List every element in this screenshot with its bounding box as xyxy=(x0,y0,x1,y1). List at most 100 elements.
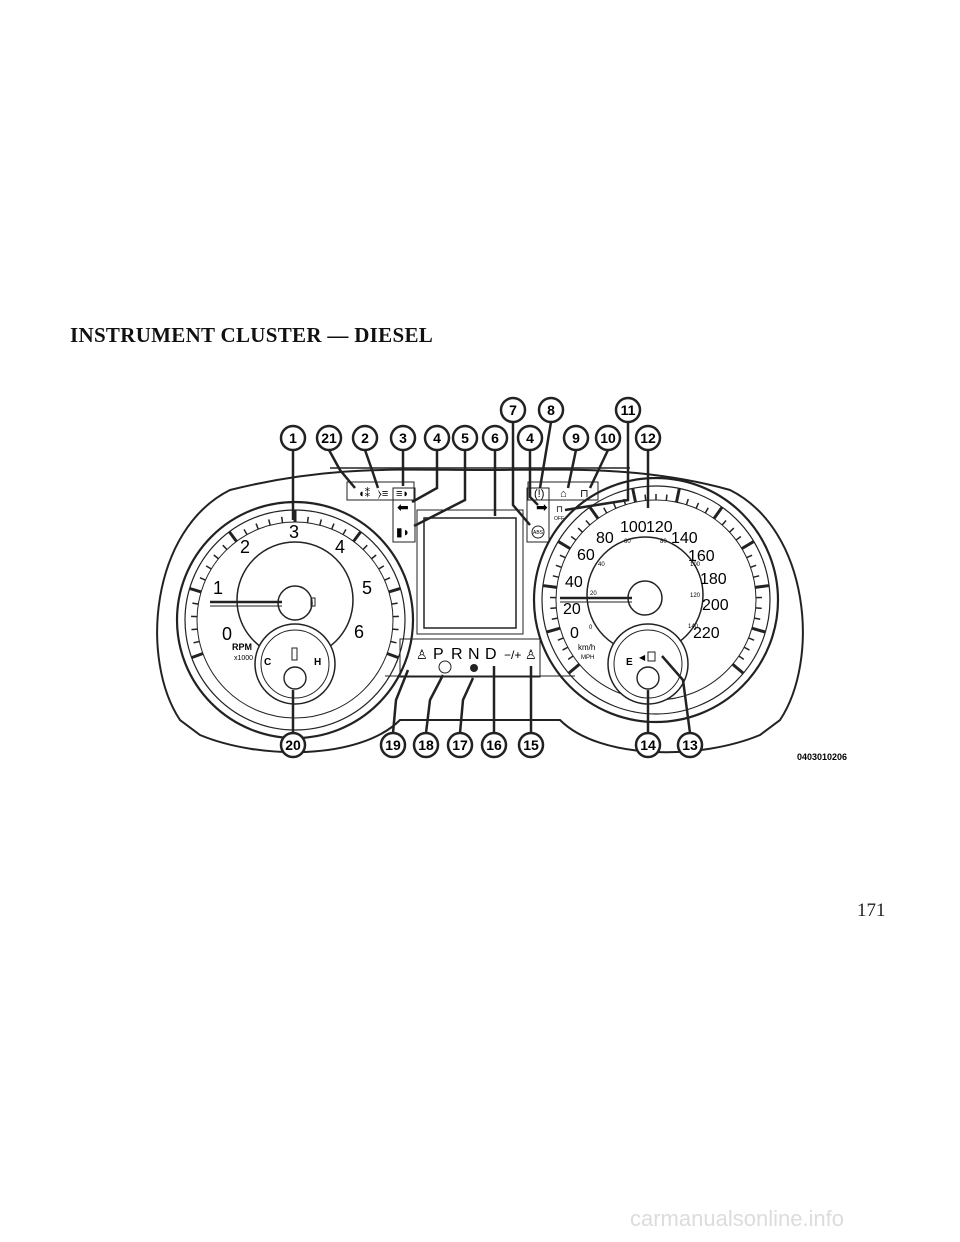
tach-tick xyxy=(222,544,228,551)
tach-tick xyxy=(243,528,248,535)
charging-icon: −/+ xyxy=(504,648,521,662)
mph-label-120: 120 xyxy=(690,593,701,599)
mph-label-80: 80 xyxy=(660,539,667,545)
callout-number-16: 16 xyxy=(486,737,502,753)
tach-multiplier: x1000 xyxy=(234,655,253,662)
callout-number-10: 10 xyxy=(600,430,616,446)
mph-label-40: 40 xyxy=(598,562,605,568)
speed-tick xyxy=(612,502,617,509)
tach-label-0: 0 xyxy=(222,624,232,644)
temperature-gauge: C H xyxy=(254,623,336,705)
speed-tick xyxy=(644,494,647,501)
kmh-label-60: 60 xyxy=(577,547,595,564)
kmh-label-200: 200 xyxy=(702,597,729,614)
callout-number-4: 4 xyxy=(433,430,441,446)
callout-bubble xyxy=(315,424,343,452)
callout-bubble xyxy=(351,424,379,452)
tach-tick xyxy=(352,530,362,543)
callout-leader xyxy=(661,655,692,734)
speed-tick xyxy=(750,564,757,569)
tach-tick xyxy=(388,587,401,594)
speed-tick xyxy=(552,575,559,578)
callout-number-15: 15 xyxy=(523,737,539,753)
callout-bubble xyxy=(446,731,474,759)
callout-bubble xyxy=(480,731,508,759)
tach-unit: RPM xyxy=(232,642,252,652)
callout-bubble xyxy=(499,396,527,424)
right-turn-icon: ➡ xyxy=(536,499,548,515)
speed-tick xyxy=(585,519,591,526)
speed-tick xyxy=(755,584,770,589)
tach-tick xyxy=(192,602,199,605)
tach-tick xyxy=(342,528,347,535)
tach-tick xyxy=(191,628,198,631)
callout-leader xyxy=(391,669,410,734)
gear-n: N xyxy=(468,646,480,663)
coolant-icon xyxy=(291,647,298,661)
callout-number-13: 13 xyxy=(682,737,698,753)
watermark: carmanualsonline.info xyxy=(630,1206,845,1231)
callout-number-6: 6 xyxy=(491,430,499,446)
temp-cold-label: C xyxy=(264,657,271,668)
callout-bubble xyxy=(517,731,545,759)
fuel-arrow-icon: ◀ xyxy=(639,653,646,662)
tach-label-3: 3 xyxy=(289,522,299,542)
callout-leader xyxy=(588,449,610,489)
callout-bubble xyxy=(451,424,479,452)
callout-leader xyxy=(528,450,539,506)
mph-unit: MPH xyxy=(581,655,594,661)
speed-tick xyxy=(751,626,766,634)
tach-label-2: 2 xyxy=(240,537,250,557)
speed-tick xyxy=(746,554,753,559)
speed-tick xyxy=(735,535,742,541)
speed-tick xyxy=(577,527,584,533)
speed-tick xyxy=(665,494,668,501)
speed-tick xyxy=(603,507,608,514)
speed-tick xyxy=(570,535,577,541)
kmh-label-80: 80 xyxy=(596,530,614,547)
callout-number-18: 18 xyxy=(418,737,434,753)
front-fog-icon: ⧽≡ xyxy=(378,488,388,500)
tach-tick xyxy=(191,652,204,660)
callout-number-21: 21 xyxy=(321,430,337,446)
callout-bubble xyxy=(676,731,704,759)
callout-number-5: 5 xyxy=(461,430,469,446)
page-number: 171 xyxy=(857,900,886,921)
callout-bubble xyxy=(516,424,544,452)
callout-leader xyxy=(363,449,380,489)
indicator-dot-icon xyxy=(470,664,478,672)
tach-tick xyxy=(280,516,284,523)
speed-tick xyxy=(754,617,761,620)
callout-number-8: 8 xyxy=(547,402,555,418)
speed-tick xyxy=(567,655,574,661)
tach-tick xyxy=(362,544,368,551)
tach-tick xyxy=(384,577,391,581)
callout-number-14: 14 xyxy=(640,737,656,753)
callout-bubble xyxy=(412,731,440,759)
speed-tick xyxy=(562,646,569,651)
headlamp-icon: ▮◗ xyxy=(396,525,410,539)
tach-tick xyxy=(391,602,398,605)
tach-tick xyxy=(193,640,200,644)
callout-bubble xyxy=(614,396,642,424)
center-display xyxy=(423,517,517,629)
abs-icon xyxy=(531,525,545,539)
speed-tick xyxy=(546,626,561,634)
speed-tick xyxy=(675,488,681,503)
tach-tick xyxy=(306,516,310,523)
tach-tick xyxy=(386,652,399,660)
kmh-label-140: 140 xyxy=(671,530,698,547)
callout-leader xyxy=(566,449,578,489)
kmh-label-40: 40 xyxy=(565,574,583,591)
speed-tick xyxy=(685,498,689,505)
callout-bubble xyxy=(279,731,307,759)
tach-label-6: 6 xyxy=(354,622,364,642)
tach-tick xyxy=(228,530,238,543)
tach-tick xyxy=(331,523,335,530)
fuel-pump-icon xyxy=(647,651,656,662)
speed-tick xyxy=(748,637,755,641)
callout-leader xyxy=(511,422,531,526)
callout-number-2: 2 xyxy=(361,430,369,446)
kmh-label-160: 160 xyxy=(688,548,715,565)
